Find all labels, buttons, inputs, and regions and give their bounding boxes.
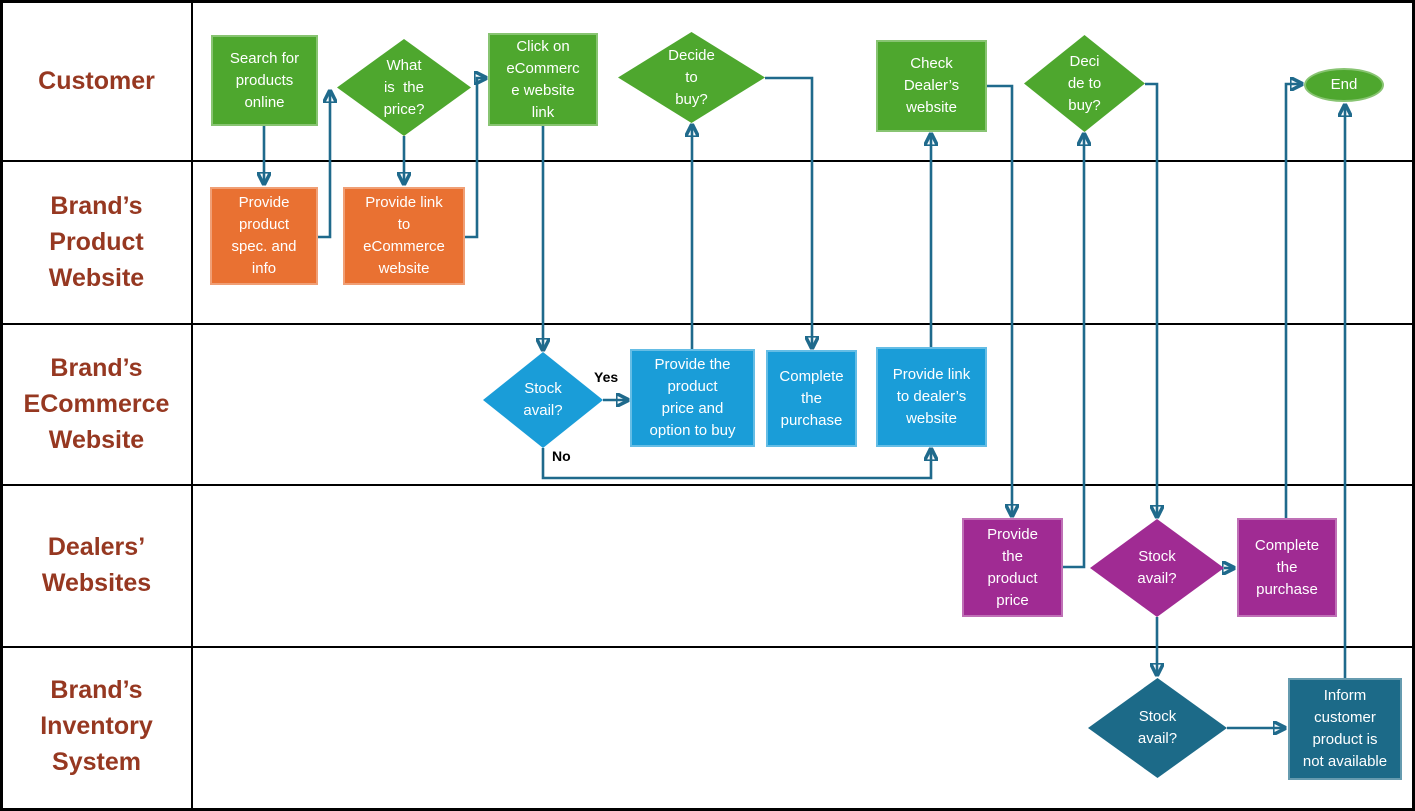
- connector-provide-link-ecom-to-click-link: [465, 78, 486, 239]
- node-inform-product-unavailable: Inform customer product is not available: [1288, 678, 1402, 780]
- lane-label-brand-inventory-system: Brand’s Inventory System: [40, 676, 153, 776]
- node-complete-purchase-ecommerce: Complete the purchase: [766, 350, 857, 447]
- connector-complete-purchase-dealer-to-end: [1284, 84, 1302, 518]
- lane-label-customer: Customer: [38, 67, 155, 95]
- node-provide-link-to-dealer: Provide link to dealer’s website: [876, 347, 987, 447]
- lane-label-dealers-websites: Dealers’ Websites: [41, 533, 152, 597]
- lane-divider-1: [0, 160, 1415, 162]
- lane-divider-4: [0, 646, 1415, 648]
- node-check-dealers-website: Check Dealer’s website: [876, 40, 987, 132]
- node-provide-link-to-ecommerce: Provide link to eCommerce website: [343, 187, 465, 285]
- connector-provide-spec-to-price-question: [318, 91, 330, 239]
- node-end-terminator: End: [1304, 68, 1384, 102]
- node-search-products: Search for products online: [211, 35, 318, 126]
- edge-label-yes: Yes: [594, 369, 619, 385]
- node-complete-purchase-dealer: Complete the purchase: [1237, 518, 1337, 617]
- lane-label-brand-ecommerce-website: Brand’s ECommerce Website: [23, 353, 170, 454]
- connector-no-stock-ecom-to-provide-link-dealer: [541, 448, 931, 480]
- connector-decide-buy-1-to-complete-purchase-ecom: [765, 76, 812, 348]
- lane-label-brand-product-website: Brand’s Product Website: [48, 191, 145, 292]
- node-provide-price-and-buy-option: Provide the product price and option to …: [630, 349, 755, 447]
- edge-label-no: No: [552, 448, 571, 464]
- connector-decide-buy-2-to-stock-avail-dealer: [1145, 82, 1157, 517]
- connector-provide-price-dealer-to-decide-buy-2: [1063, 134, 1084, 569]
- lane-divider-2: [0, 323, 1415, 325]
- lane-label-column-divider: [191, 0, 193, 811]
- node-click-ecommerce-link: Click on eCommerc e website link: [488, 33, 598, 126]
- node-provide-product-price-dealer: Provide the product price: [962, 518, 1063, 617]
- lane-divider-3: [0, 484, 1415, 486]
- node-provide-product-spec: Provide product spec. and info: [210, 187, 318, 285]
- connector-check-dealer-to-provide-price-dealer: [987, 84, 1012, 516]
